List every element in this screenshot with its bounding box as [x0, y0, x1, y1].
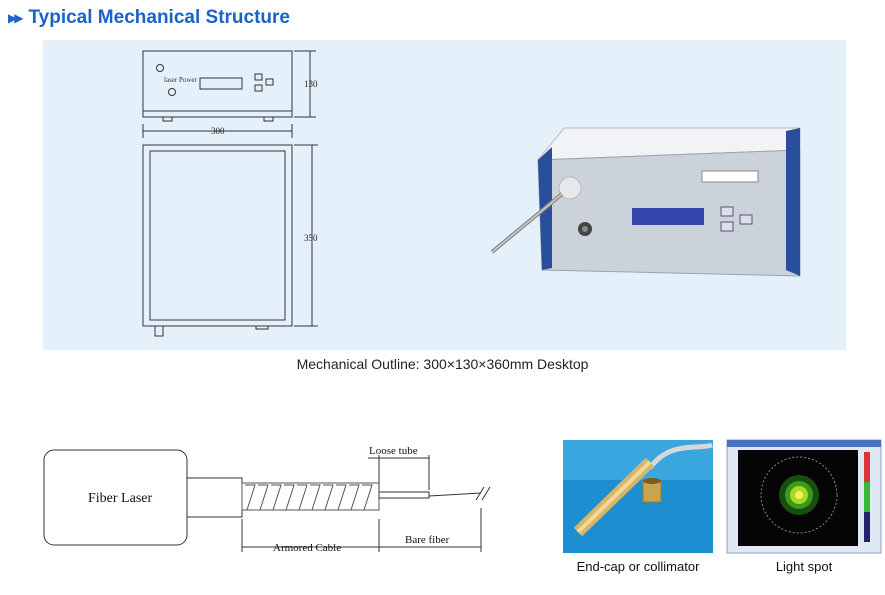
width-dimension: 300	[211, 126, 225, 136]
bare-fiber-label: Bare fiber	[405, 534, 450, 546]
endcap-photo	[563, 440, 713, 553]
display-window	[199, 77, 243, 90]
front-view	[142, 50, 293, 118]
device-photo	[490, 127, 801, 277]
height-dimension: 130	[304, 79, 318, 89]
outline-caption: Mechanical Outline: 300×130×360mm Deskto…	[296, 356, 589, 372]
section-title: Typical Mechanical Structure	[28, 7, 290, 28]
light-spot-caption: Light spot	[775, 559, 833, 574]
fiber-laser-diagram	[43, 449, 491, 552]
svg-text:laser Power: laser Power	[164, 76, 198, 84]
double-arrow-icon: ▶▶	[8, 11, 24, 25]
section-heading: ▶▶ Typical Mechanical Structure	[8, 6, 290, 30]
fiber-laser-label: Fiber Laser	[88, 491, 152, 506]
loose-tube-label: Loose tube	[369, 445, 418, 457]
depth-dimension: 350	[304, 233, 318, 243]
top-view	[142, 144, 293, 327]
endcap-caption: End-cap or collimator	[576, 559, 700, 574]
light-spot-photo	[726, 439, 882, 554]
armored-cable-label: Armored Cable	[273, 542, 341, 554]
